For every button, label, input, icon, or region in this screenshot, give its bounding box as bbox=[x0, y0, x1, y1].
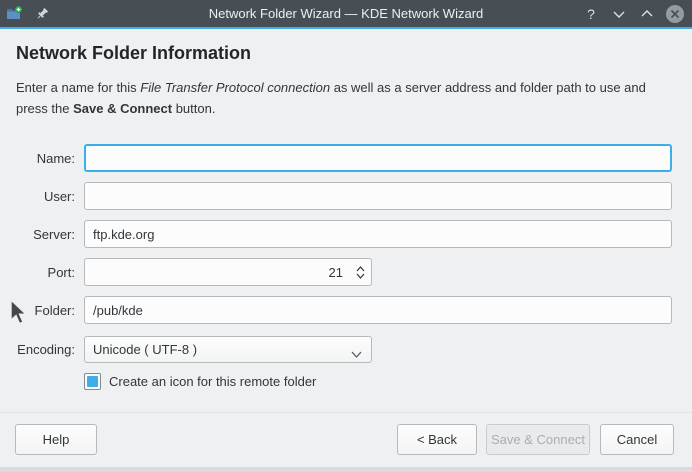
user-label: User: bbox=[43, 188, 75, 204]
page-title: Network Folder Information bbox=[16, 43, 252, 63]
server-row: Server: bbox=[16, 220, 672, 248]
chevron-down-icon bbox=[351, 346, 362, 361]
name-input[interactable] bbox=[84, 144, 672, 172]
port-label: Port: bbox=[47, 264, 75, 280]
server-input[interactable] bbox=[84, 220, 672, 248]
spin-up-icon bbox=[356, 265, 365, 271]
folder-label: Folder: bbox=[34, 302, 75, 318]
cancel-button[interactable]: Cancel bbox=[600, 424, 674, 455]
page-description: Enter a name for this File Transfer Prot… bbox=[16, 80, 646, 116]
maximize-button[interactable] bbox=[638, 5, 656, 23]
port-row: Port: bbox=[16, 258, 372, 286]
folder-row: Folder: bbox=[16, 296, 672, 324]
name-label: Name: bbox=[36, 150, 75, 166]
save-connect-button: Save & Connect bbox=[486, 424, 590, 455]
encoding-combobox[interactable]: Unicode ( UTF-8 ) bbox=[84, 335, 372, 363]
back-button[interactable]: < Back bbox=[397, 424, 477, 455]
create-icon-checkbox-row[interactable]: Create an icon for this remote folder bbox=[84, 373, 316, 390]
titlebar-accent-line bbox=[0, 27, 692, 29]
user-input[interactable] bbox=[84, 182, 672, 210]
encoding-label: Encoding: bbox=[17, 341, 75, 357]
folder-add-icon bbox=[6, 5, 23, 22]
footer-separator bbox=[0, 412, 692, 413]
folder-input[interactable] bbox=[84, 296, 672, 324]
window-title: Network Folder Wizard — KDE Network Wiza… bbox=[208, 6, 484, 21]
server-label: Server: bbox=[33, 226, 75, 242]
port-spinbox[interactable] bbox=[84, 258, 372, 286]
user-row: User: bbox=[16, 182, 672, 210]
pin-icon[interactable] bbox=[35, 7, 49, 21]
minimize-button[interactable] bbox=[610, 5, 628, 23]
encoding-selected-value: Unicode ( UTF-8 ) bbox=[93, 341, 198, 357]
window-bottom-edge bbox=[0, 467, 692, 472]
help-button[interactable]: Help bbox=[15, 424, 97, 455]
checkbox-label: Create an icon for this remote folder bbox=[109, 374, 317, 389]
close-button[interactable] bbox=[666, 4, 684, 23]
checkbox-checked-icon[interactable] bbox=[84, 373, 101, 390]
spinbox-arrows[interactable] bbox=[356, 260, 365, 284]
spin-down-icon bbox=[356, 273, 365, 279]
titlebar[interactable]: Network Folder Wizard — KDE Network Wiza… bbox=[0, 0, 692, 27]
help-titlebar-button[interactable]: ? bbox=[587, 5, 595, 22]
encoding-row: Encoding: Unicode ( UTF-8 ) bbox=[16, 335, 372, 363]
name-row: Name: bbox=[16, 144, 672, 172]
